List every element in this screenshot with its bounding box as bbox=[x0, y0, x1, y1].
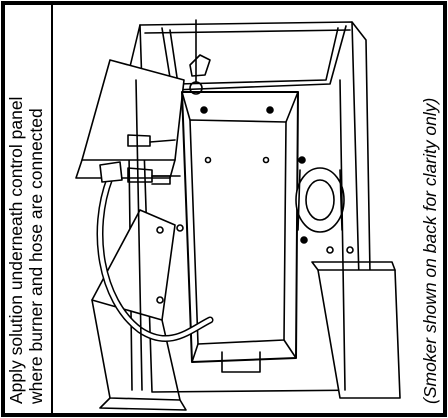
smoker-box-handle bbox=[221, 351, 261, 373]
frame-bolt-1 bbox=[326, 246, 334, 254]
gas-hose-inner bbox=[98, 176, 212, 341]
smoker-box bbox=[181, 91, 299, 363]
bracket-bolt-1 bbox=[298, 156, 306, 164]
hose-fitting bbox=[99, 161, 123, 183]
clarity-note: (Smoker shown on back for clarity only) bbox=[420, 97, 440, 404]
instruction-line-1: Apply solution underneath control panel bbox=[6, 96, 26, 404]
side-rail-left bbox=[135, 79, 143, 391]
bolt-top-right bbox=[266, 106, 274, 114]
valve-2 bbox=[127, 167, 153, 183]
instruction-line-2: where burner and hose are connected bbox=[26, 108, 46, 404]
smoker-top-edge bbox=[144, 29, 351, 34]
frame-bolt-2 bbox=[346, 246, 354, 254]
bolt-top-left bbox=[200, 106, 208, 114]
burner-tube bbox=[151, 175, 171, 185]
propane-tank-cap bbox=[305, 179, 335, 221]
bottom-left-shelf-edge bbox=[99, 397, 187, 411]
left-flap-edge bbox=[75, 159, 176, 179]
smoker-rim-inner bbox=[169, 27, 339, 85]
valve-1 bbox=[127, 134, 151, 147]
smoker-rim bbox=[161, 25, 347, 91]
regulator bbox=[189, 54, 211, 77]
bottom-left-shelf-face bbox=[91, 299, 181, 401]
frame-bolt-3 bbox=[176, 224, 184, 232]
smoker-box-lid bbox=[181, 91, 299, 363]
side-rail-right bbox=[339, 79, 346, 391]
frame-bolt-5 bbox=[156, 296, 164, 304]
right-shelf-edge bbox=[311, 261, 396, 271]
frame-bolt-4 bbox=[156, 226, 164, 234]
bolt-bottom-right bbox=[262, 156, 270, 164]
bolt-bottom-left bbox=[204, 156, 212, 164]
grill-illustration bbox=[75, 19, 401, 411]
bracket-bolt-2 bbox=[300, 236, 308, 244]
propane-tank bbox=[295, 167, 345, 233]
left-flap bbox=[81, 59, 185, 161]
instruction-caption: Apply solution underneath control panel … bbox=[6, 97, 46, 404]
right-shelf bbox=[317, 269, 401, 399]
